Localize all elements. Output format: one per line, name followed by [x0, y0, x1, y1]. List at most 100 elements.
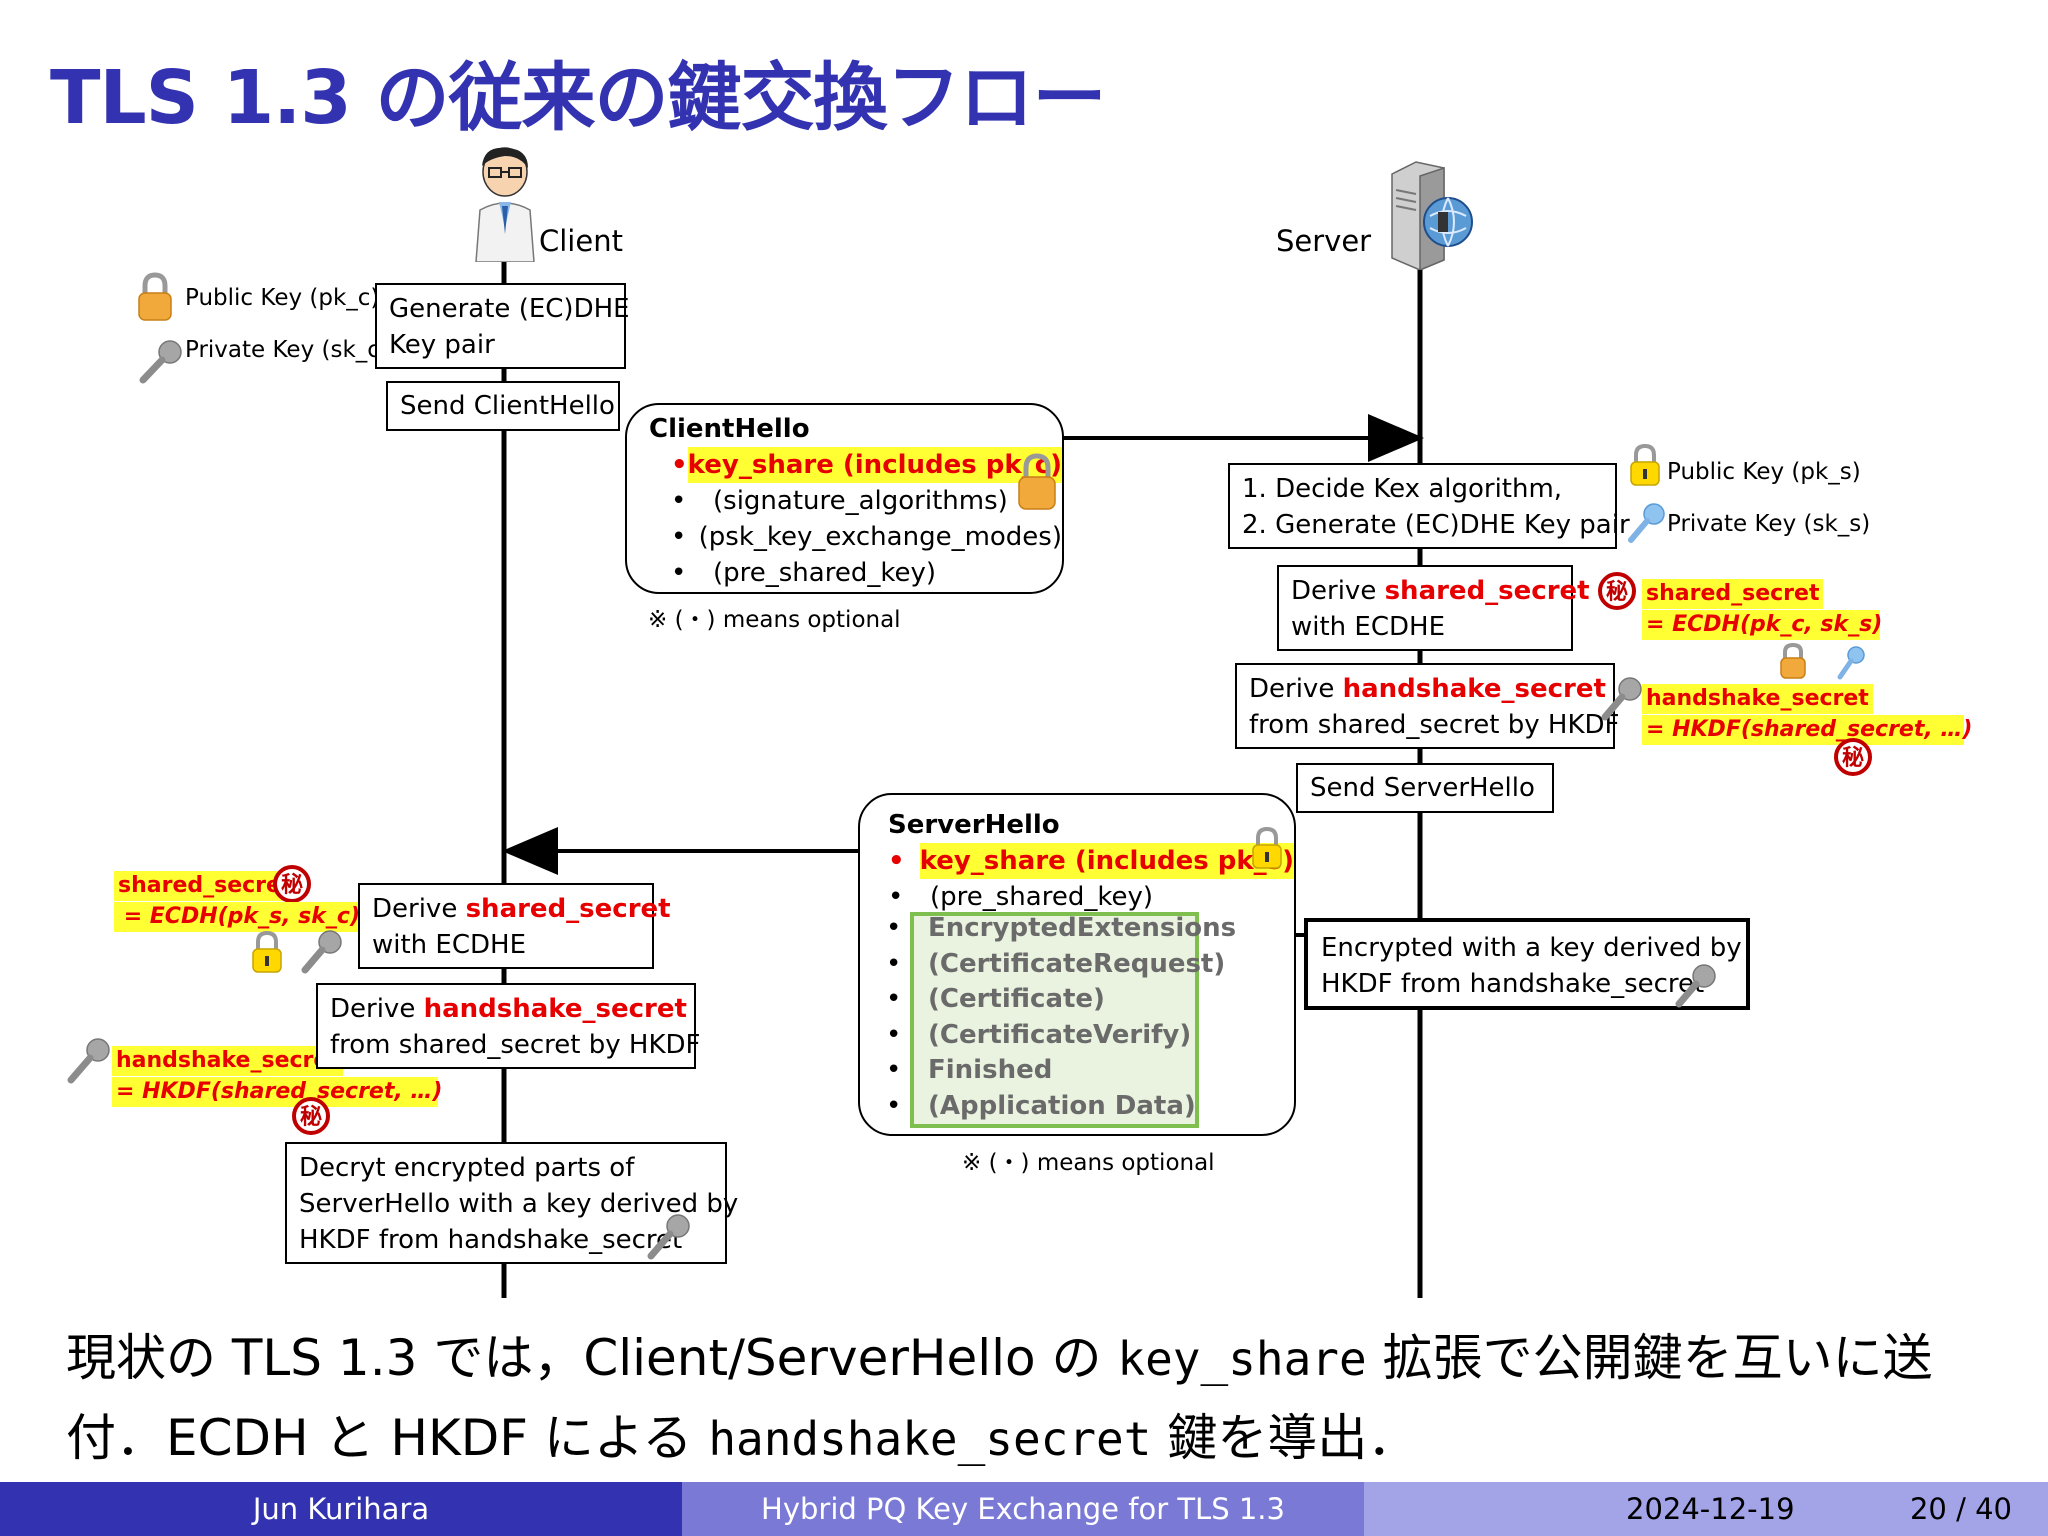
server-shared-formula-2: = ECDH(pk_c, sk_s) [1642, 610, 1882, 640]
server-icon [1386, 160, 1476, 274]
client-derive-shared-prefix: Derive [372, 894, 466, 924]
secret-badge-icon: 秘 [1597, 571, 1637, 615]
client-derive-shared-box: Derive shared_secret with ECDHE [358, 883, 671, 969]
server-label: Server [1276, 224, 1372, 258]
lock-icon [1628, 443, 1662, 491]
server-hs-formula-2: = HKDF(shared_secret, …) [1642, 715, 1972, 745]
encrypted-item: Finished [928, 1055, 1053, 1085]
key-icon [646, 1212, 692, 1264]
send-serverhello-box: Send ServerHello [1296, 763, 1554, 813]
server-derive-hs-term: handshake_secret [1342, 674, 1606, 704]
body-line-2: 付．ECDH と HKDF による handshake_secret 鍵を導出． [66, 1398, 1417, 1470]
secret-badge-icon: 秘 [1833, 737, 1873, 781]
client-label: Client [539, 224, 623, 258]
body-line-2-a: 付．ECDH と HKDF による [66, 1409, 709, 1467]
clienthello-item: (signature_algorithms) [713, 486, 1008, 516]
server-decide-line1: 1. Decide Kex algorithm, [1242, 474, 1563, 504]
encrypted-region [910, 912, 1199, 1128]
body-line-2-code: handshake_secret [708, 1412, 1152, 1466]
client-derive-hs-term: handshake_secret [423, 994, 687, 1024]
client-generate-line1: Generate (EC)DHE [389, 294, 630, 324]
serverhello-encrypted-list: •EncryptedExtensions •(CertificateReques… [886, 911, 1236, 1124]
lock-icon [1250, 826, 1284, 874]
client-decrypt-line1: Decryt encrypted parts of [299, 1153, 635, 1183]
lock-icon [250, 930, 284, 978]
key-icon [1600, 675, 1644, 725]
encrypted-callout-box: Encrypted with a key derived by HKDF fro… [1304, 918, 1750, 1010]
serverhello-key-share: key_share (includes pk_s) [919, 843, 1294, 879]
body-line-1: 現状の TLS 1.3 では，Client/ServerHello の key_… [66, 1318, 1933, 1390]
footer-bar: Jun Kurihara Hybrid PQ Key Exchange for … [0, 1482, 2048, 1536]
client-decrypt-line2: ServerHello with a key derived by [299, 1189, 739, 1219]
client-public-key-label: Public Key (pk_c) [185, 285, 380, 311]
server-decide-line2: 2. Generate (EC)DHE Key pair [1242, 510, 1630, 540]
client-hs-formula-2: = HKDF(shared_secret, …) [112, 1077, 442, 1107]
server-decide-box: 1. Decide Kex algorithm, 2. Generate (EC… [1228, 463, 1630, 549]
footer-page-number: 20 / 40 [1909, 1492, 2012, 1526]
client-derive-shared-term: shared_secret [465, 894, 671, 924]
secret-badge-text: 秘 [1842, 745, 1864, 771]
server-derive-shared-term: shared_secret [1384, 576, 1590, 606]
footer-date: 2024-12-19 [1626, 1492, 1795, 1526]
client-shared-formula-2: = ECDH(pk_s, sk_c) [114, 902, 364, 932]
client-generate-keypair-box: Generate (EC)DHE Key pair [375, 283, 630, 369]
clienthello-optional-note: ※ (・) means optional [648, 607, 901, 633]
server-derive-hs-prefix: Derive [1249, 674, 1343, 704]
server-hs-formula-1: handshake_secret [1642, 684, 1873, 714]
server-public-key-label: Public Key (pk_s) [1667, 459, 1861, 485]
client-derive-hs-line2: from shared_secret by HKDF [330, 1030, 701, 1060]
encrypted-callout-line1: Encrypted with a key derived by [1321, 933, 1742, 963]
key-icon [66, 1036, 112, 1088]
secret-badge-text: 秘 [300, 1104, 322, 1130]
clienthello-key-share: key_share (includes pk_c) [687, 447, 1062, 483]
secret-badge-text: 秘 [281, 872, 303, 898]
encrypted-item: (CertificateRequest) [928, 948, 1226, 979]
client-shared-formula-1: shared_secret [114, 871, 296, 901]
key-icon [1836, 646, 1866, 684]
key-icon [1626, 502, 1666, 548]
encrypted-item: (CertificateVerify) [928, 1019, 1192, 1050]
clienthello-item: (pre_shared_key) [713, 558, 936, 588]
page-title: TLS 1.3 の従来の鍵交換フロー [50, 55, 1107, 141]
server-shared-formula-1: shared_secret [1642, 579, 1824, 609]
body-line-1-b: 拡張で公開鍵を互いに送 [1366, 1329, 1933, 1387]
clienthello-message: ClientHello •key_share (includes pk_c) •… [625, 403, 1064, 594]
footer-right: 2024-12-19 20 / 40 [1364, 1482, 2048, 1536]
encrypted-item: EncryptedExtensions [928, 913, 1237, 943]
serverhello-item: (pre_shared_key) [930, 882, 1153, 912]
serverhello-optional-note: ※ (・) means optional [962, 1150, 1215, 1176]
server-private-key-label: Private Key (sk_s) [1667, 511, 1871, 537]
send-clienthello-box: Send ClientHello [386, 381, 620, 431]
secret-badge-icon: 秘 [272, 864, 312, 908]
secret-badge-text: 秘 [1606, 579, 1628, 605]
client-derive-shared-line2: with ECDHE [372, 930, 527, 960]
client-hs-formula-1: handshake_secret [112, 1046, 343, 1076]
person-icon [472, 144, 538, 266]
body-line-1-code: key_share [1117, 1332, 1367, 1386]
body-line-2-b: 鍵を導出． [1151, 1409, 1418, 1467]
key-icon [138, 338, 184, 388]
lock-icon [1016, 452, 1058, 516]
server-derive-hs-line2: from shared_secret by HKDF [1249, 710, 1620, 740]
client-decrypt-box: Decryt encrypted parts of ServerHello wi… [285, 1142, 739, 1264]
body-line-1-a: 現状の TLS 1.3 では，Client/ServerHello の [66, 1329, 1118, 1387]
server-derive-shared-prefix: Derive [1291, 576, 1385, 606]
server-derive-shared-line2: with ECDHE [1291, 612, 1446, 642]
lock-icon [1778, 642, 1808, 684]
key-icon [300, 928, 344, 978]
secret-badge-icon: 秘 [291, 1096, 331, 1140]
clienthello-item: (psk_key_exchange_modes) [698, 522, 1062, 552]
client-private-key-label: Private Key (sk_c) [185, 337, 389, 363]
encrypted-item: (Certificate) [928, 984, 1105, 1014]
serverhello-heading: ServerHello [888, 810, 1060, 840]
encrypted-item: (Application Data) [928, 1090, 1196, 1121]
client-decrypt-line3: HKDF from handshake_secret [299, 1225, 683, 1255]
server-derive-shared-box: Derive shared_secret with ECDHE [1277, 565, 1590, 651]
client-derive-hs-prefix: Derive [330, 994, 424, 1024]
footer-author: Jun Kurihara [0, 1482, 682, 1536]
key-icon [1674, 962, 1718, 1012]
client-generate-line2: Key pair [389, 330, 495, 360]
footer-talk-title: Hybrid PQ Key Exchange for TLS 1.3 [682, 1482, 1364, 1536]
encrypted-callout-line2: HKDF from handshake_secret [1321, 969, 1705, 999]
